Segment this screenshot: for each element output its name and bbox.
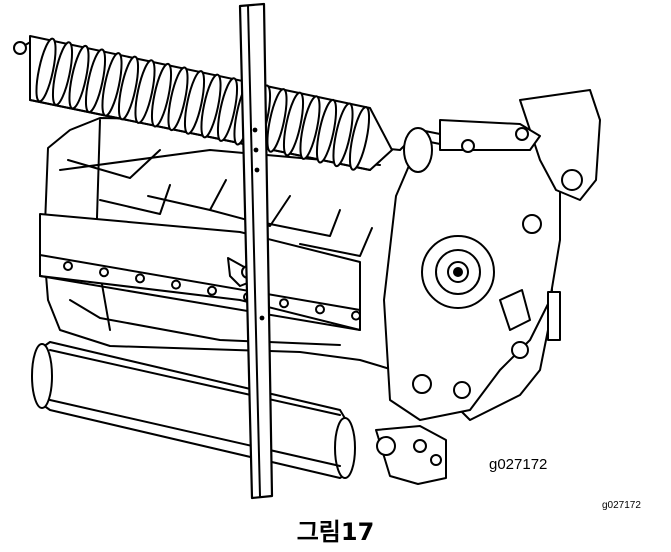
side-plate bbox=[383, 89, 601, 421]
bedknife-bolt bbox=[207, 285, 217, 296]
brush-coil bbox=[348, 106, 371, 171]
bedknife-bolt bbox=[171, 279, 181, 290]
bedknife-bolt bbox=[279, 298, 289, 309]
brush-coil bbox=[167, 66, 189, 132]
brush-coil bbox=[35, 37, 57, 103]
brush-coil bbox=[315, 98, 338, 164]
margin-code: g027172 bbox=[602, 500, 641, 511]
brush-coil bbox=[51, 41, 74, 106]
reel-blades bbox=[67, 149, 373, 257]
brush-coil bbox=[117, 55, 140, 121]
brush-coil bbox=[266, 88, 288, 153]
bedknife-bolt bbox=[351, 310, 361, 321]
bedknife-bolt bbox=[315, 304, 325, 315]
brush-coil bbox=[84, 48, 107, 114]
roller-bracket bbox=[375, 425, 447, 485]
brush-coil bbox=[150, 62, 173, 128]
brush-coil bbox=[134, 59, 156, 124]
brush-coil bbox=[183, 70, 206, 135]
figure-caption: 그림17 bbox=[296, 518, 375, 546]
brush-coil bbox=[200, 73, 222, 139]
front-roller bbox=[31, 341, 356, 479]
gauge-bar bbox=[238, 2, 274, 500]
illustration-code: g027172 bbox=[489, 456, 548, 473]
brush-coil bbox=[68, 44, 90, 110]
bedknife-bolt bbox=[99, 267, 109, 278]
bedknife-bolt bbox=[135, 273, 145, 284]
brush-coil bbox=[282, 91, 305, 157]
brush-coil bbox=[332, 102, 354, 168]
bedknife-bolt bbox=[63, 261, 73, 271]
brush-coil bbox=[299, 95, 321, 160]
brush-coil bbox=[101, 52, 123, 117]
brush-coil bbox=[216, 77, 239, 142]
